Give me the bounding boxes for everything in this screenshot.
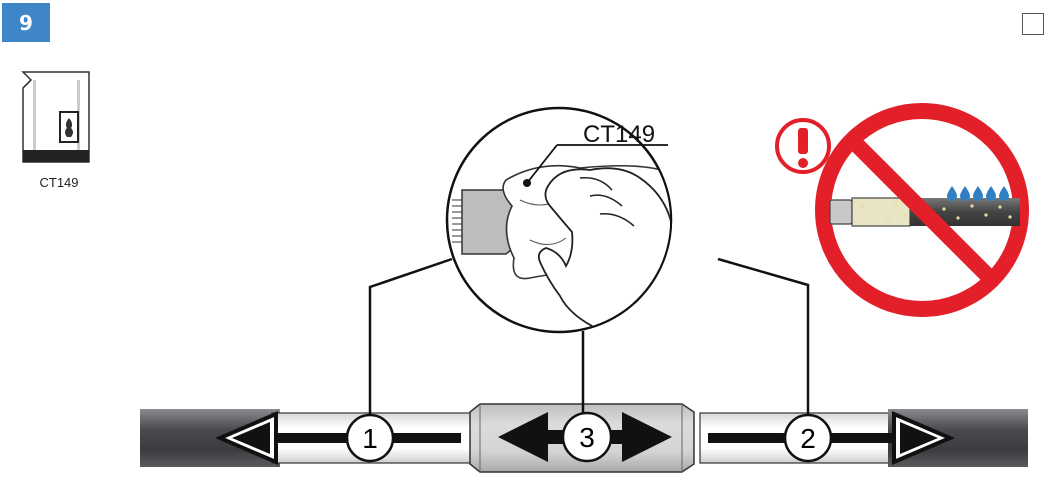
warning-icon — [775, 118, 831, 174]
cable-assembly: 1 3 2 — [140, 257, 1028, 473]
step-checkbox[interactable] — [1022, 13, 1044, 35]
marker-1: 1 — [345, 413, 395, 463]
zoom-callout: CT149 — [445, 106, 673, 334]
marker-3: 3 — [561, 411, 613, 463]
no-water-warning — [815, 103, 1029, 317]
zoom-callout-label: CT149 — [583, 121, 655, 148]
step-number-badge: 9 — [2, 3, 50, 42]
marker-3-label: 3 — [579, 422, 595, 453]
leader-line-1 — [368, 257, 453, 430]
marker-2: 2 — [783, 413, 833, 463]
water-drops-icon — [947, 186, 1009, 201]
leader-line-2 — [717, 257, 810, 430]
product-thumbnail — [21, 71, 90, 163]
product-label: CT149 — [39, 175, 79, 190]
marker-1-label: 1 — [362, 423, 378, 454]
marker-2-label: 2 — [800, 423, 816, 454]
